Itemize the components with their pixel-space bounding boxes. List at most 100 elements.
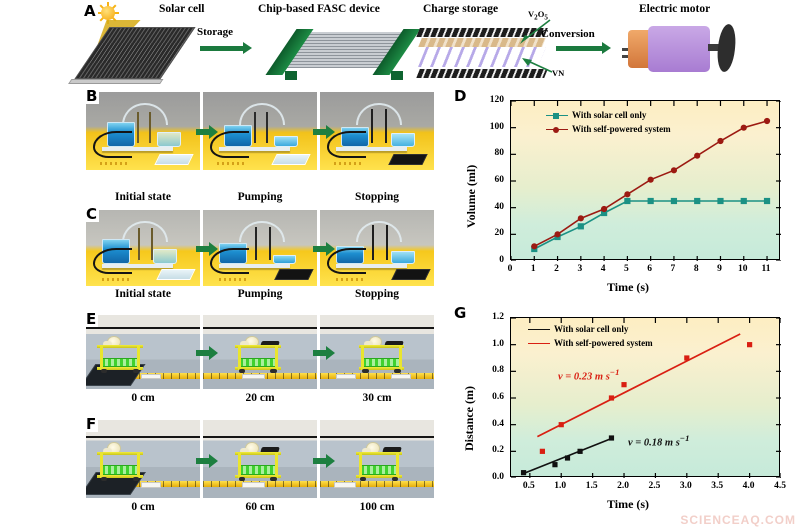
panel-label-f: F (84, 415, 99, 433)
chart-g-xaxis-label: Time (s) (606, 497, 650, 511)
chart-d-legend-item-0: With solar cell only (546, 110, 646, 120)
y-tick-label: 0 (499, 255, 504, 265)
cathode-leader-line (520, 19, 551, 44)
chart-d-xaxis-label: Time (s) (606, 280, 650, 294)
storage-arrow-icon (200, 42, 252, 54)
x-tick-label: 11 (761, 264, 771, 274)
sun-icon (97, 2, 119, 24)
x-tick-label: 2 (554, 264, 559, 274)
panel-e-arrow-1 (196, 346, 218, 360)
panel-label-d: D (452, 87, 469, 105)
chart-g-legend-swatch-0 (528, 328, 550, 330)
y-tick-label: 1.2 (492, 312, 504, 322)
panel-label-g: G (452, 304, 469, 322)
panel-e-arrow-2 (313, 346, 335, 360)
chart-g-legend-item-0: With solar cell only (528, 324, 628, 334)
chart-g-legend-label-1: With self-powered system (554, 338, 653, 348)
panel-e-caption-1: 0 cm (131, 392, 155, 404)
y-tick-label: 120 (489, 95, 504, 105)
chart-d-legend-swatch-0 (546, 112, 568, 119)
chart-d-yaxis-label: Volume (ml) (464, 164, 478, 228)
panel-f-photo-1 (86, 420, 200, 498)
anode-leader-line (522, 58, 553, 73)
motor-title: Electric motor (639, 3, 711, 15)
x-tick-label: 0 (507, 264, 513, 274)
chart-g-legend-item-1: With self-powered system (528, 338, 653, 348)
panel-f-caption-2: 60 cm (245, 501, 275, 513)
panel-b-caption-3: Stopping (354, 191, 400, 203)
panel-c-caption-1: Initial state (115, 288, 171, 300)
chart-d-legend-swatch-1 (546, 126, 568, 133)
y-tick-label: 0.0 (492, 472, 504, 482)
conversion-arrow-icon (556, 42, 612, 54)
x-tick-label: 4.0 (742, 481, 755, 491)
charge-storage-title: Charge storage (423, 3, 499, 15)
y-tick-label: 80 (494, 148, 505, 159)
panel-f-arrow-2 (313, 454, 335, 468)
panel-b-photo-1 (86, 92, 200, 170)
panel-c-caption-2: Pumping (237, 288, 283, 300)
x-tick-label: 7 (670, 264, 676, 274)
panel-c-arrow-1 (196, 242, 218, 256)
watermark: SCIENCEAQ.COM (680, 513, 796, 527)
panel-c-photo-2 (203, 210, 317, 286)
x-tick-label: 6 (647, 264, 653, 274)
cathode-material-label: V2O5 (528, 9, 548, 22)
panel-c-photo-1 (86, 210, 200, 286)
x-tick-label: 9 (717, 264, 722, 274)
y-tick-label: 0.4 (492, 418, 504, 429)
panel-e-photo-1 (86, 315, 200, 389)
x-tick-label: 2.0 (617, 481, 629, 491)
panel-label-a: A (82, 2, 98, 20)
panel-b-caption-2: Pumping (237, 191, 283, 203)
x-tick-label: 0.5 (522, 481, 535, 491)
panel-b-arrow-1 (196, 125, 218, 139)
chart-g-legend-label-0: With solar cell only (554, 324, 629, 334)
x-tick-label: 1.0 (554, 481, 567, 491)
panel-f-arrow-1 (196, 454, 218, 468)
panel-b-arrow-2 (313, 125, 335, 139)
x-tick-label: 8 (693, 264, 699, 274)
panel-f-photo-row (86, 420, 434, 498)
panel-e-photo-3 (320, 315, 434, 389)
x-tick-label: 3.0 (679, 481, 692, 491)
y-tick-label: 100 (489, 121, 504, 132)
panel-f-caption-3: 100 cm (359, 501, 395, 513)
panel-c-photo-3 (320, 210, 434, 286)
y-tick-label: 40 (494, 201, 505, 212)
panel-e-photo-2 (203, 315, 317, 389)
y-tick-label: 20 (494, 228, 505, 239)
x-tick-label: 1 (530, 264, 536, 274)
solar-cell-graphic (68, 27, 196, 84)
panel-e-caption-2: 20 cm (245, 392, 275, 404)
panel-c-photo-row (86, 210, 434, 286)
chart-d-legend-label-0: With solar cell only (572, 110, 647, 120)
panel-c-caption-3: Stopping (354, 288, 400, 300)
panel-c-arrow-2 (313, 242, 335, 256)
anode-material-label: VN (552, 68, 565, 78)
fasc-title: Chip-based FASC device (258, 3, 380, 15)
chart-g-annotation-self-powered: v = 0.23 m s−1 (558, 367, 620, 383)
y-tick-label: 0.2 (492, 445, 504, 456)
y-tick-label: 0.6 (492, 392, 504, 402)
panel-e-caption-3: 30 cm (362, 392, 392, 404)
panel-a-schematic: A Solar cell Storage (0, 0, 800, 88)
y-tick-label: 60 (494, 175, 505, 185)
y-tick-label: 1.0 (492, 338, 504, 349)
x-tick-label: 4 (600, 264, 606, 274)
panel-label-c: C (84, 205, 100, 223)
y-tick-label: 0.8 (492, 365, 504, 376)
panel-f-photo-3 (320, 420, 434, 498)
x-tick-label: 3.5 (711, 481, 724, 491)
panel-b-photo-2 (203, 92, 317, 170)
panel-f-caption-1: 0 cm (131, 501, 155, 513)
chart-g-plot-area (510, 317, 781, 478)
panel-e-photo-row (86, 315, 434, 389)
panel-label-e: E (84, 310, 99, 328)
panel-f-photo-2 (203, 420, 317, 498)
conversion-arrow-label: Conversion (541, 28, 595, 40)
chart-d-legend-label-1: With self-powered system (572, 124, 671, 134)
